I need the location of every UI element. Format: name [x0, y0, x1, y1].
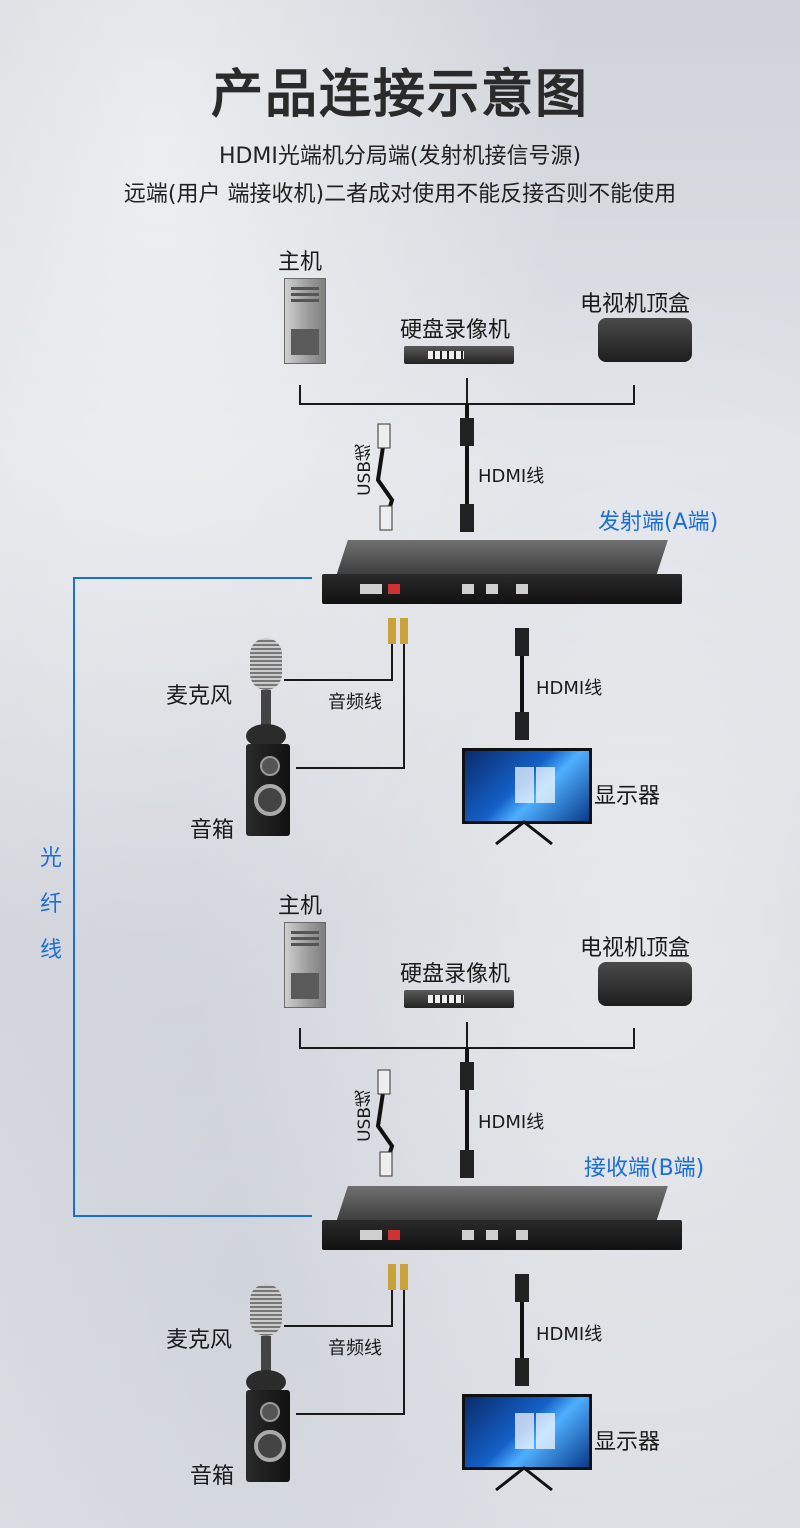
subtitle-line-1: HDMI光端机分局端(发射机接信号源) — [218, 144, 582, 169]
fiber-label-char: 线 — [40, 938, 63, 963]
mic-audio-cable-b — [284, 1286, 393, 1327]
speaker-icon — [246, 744, 290, 836]
speaker-audio-cable-b — [296, 1286, 405, 1415]
set-top-box-icon — [598, 962, 692, 1006]
display-label: 显示器 — [594, 1430, 661, 1455]
host-label: 主机 — [278, 250, 323, 275]
hdmi-plug-icon — [515, 1358, 529, 1386]
audio-plug-icon — [400, 1264, 408, 1290]
hdmi-out-label: HDMI线 — [536, 1324, 603, 1345]
page-title: 产品连接示意图 — [210, 65, 589, 125]
audio-cable-label: 音频线 — [328, 1338, 382, 1359]
hdmi-plug-icon — [460, 1150, 474, 1178]
speaker-label: 音箱 — [190, 818, 235, 843]
mic-label: 麦克风 — [166, 684, 233, 709]
hdmi-plug-icon — [515, 1274, 529, 1302]
set-top-box-icon — [598, 318, 692, 362]
host-pc-icon — [284, 922, 326, 1008]
display-icon — [462, 748, 592, 824]
hdmi-plug-icon — [515, 712, 529, 740]
speaker-label: 音箱 — [190, 1464, 235, 1489]
audio-plug-icon — [388, 618, 396, 644]
subtitle-line-2: 远端(用户 端接收机)二者成对使用不能反接否则不能使用 — [123, 182, 677, 207]
mic-audio-cable-a — [284, 640, 393, 681]
display-label: 显示器 — [594, 784, 661, 809]
hdmi-plug-icon — [515, 628, 529, 656]
audio-cable-label: 音频线 — [328, 692, 382, 713]
audio-plug-icon — [388, 1264, 396, 1290]
fiber-label-char: 纤 — [40, 892, 63, 917]
fiber-label-char: 光 — [40, 846, 63, 871]
hdmi-out-label: HDMI线 — [536, 678, 603, 699]
nvr-icon — [404, 346, 514, 364]
unit-label: 发射端(A端) — [598, 510, 719, 535]
usb-plug-icon — [379, 505, 393, 531]
hdmi-plug-icon — [460, 418, 474, 446]
audio-plug-icon — [400, 618, 408, 644]
usb-plug-icon — [377, 423, 391, 449]
hdmi-plug-icon — [460, 504, 474, 532]
hdmi-in-label: HDMI线 — [478, 1112, 545, 1133]
stb-label: 电视机顶盒 — [580, 292, 691, 317]
hdmi-plug-icon — [460, 1062, 474, 1090]
speaker-audio-cable-a — [296, 640, 405, 769]
speaker-icon — [246, 1390, 290, 1482]
nvr-icon — [404, 990, 514, 1008]
mic-label: 麦克风 — [166, 1328, 233, 1353]
receiver-unit-icon — [322, 1186, 682, 1250]
nvr-label: 硬盘录像机 — [400, 962, 511, 987]
unit-label: 接收端(B端) — [584, 1156, 705, 1181]
fiber-line — [73, 577, 312, 1217]
host-pc-icon — [284, 278, 326, 364]
display-icon — [462, 1394, 592, 1470]
transmitter-unit-icon — [322, 540, 682, 604]
host-label: 主机 — [278, 894, 323, 919]
usb-plug-icon — [379, 1151, 393, 1177]
nvr-label: 硬盘录像机 — [400, 318, 511, 343]
hdmi-in-label: HDMI线 — [478, 466, 545, 487]
stb-label: 电视机顶盒 — [580, 936, 691, 961]
usb-plug-icon — [377, 1069, 391, 1095]
